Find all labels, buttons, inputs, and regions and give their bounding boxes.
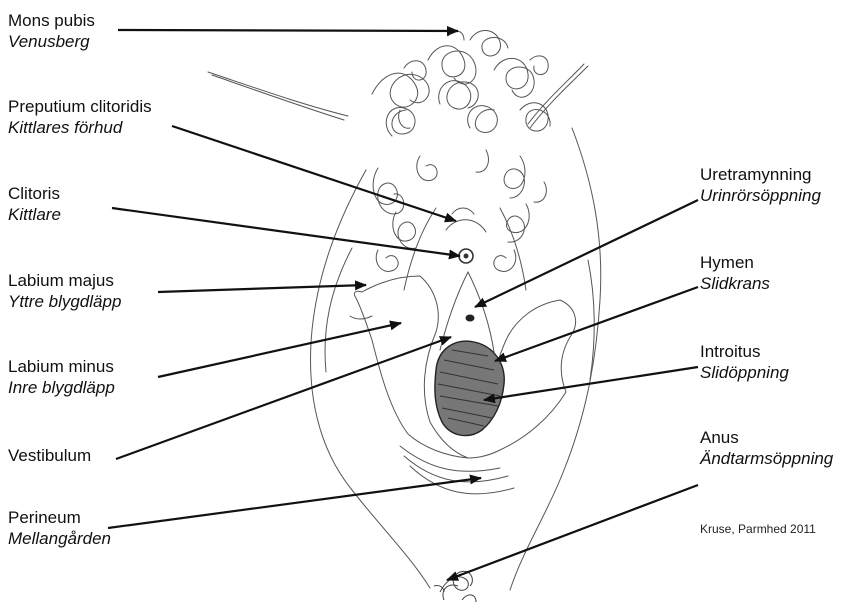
label-term: Mons pubis <box>8 10 95 31</box>
pointer-anus <box>447 485 698 580</box>
label-translation: Urinrörsöppning <box>700 185 821 206</box>
label-labium-minus: Labium minus Inre blygdläpp <box>8 356 115 398</box>
label-uretramynning: Uretramynning Urinrörsöppning <box>700 164 821 206</box>
label-translation: Kittlares förhud <box>8 117 152 138</box>
label-term: Vestibulum <box>8 445 91 466</box>
pointer-mons-pubis <box>118 30 458 31</box>
label-term: Perineum <box>8 507 111 528</box>
credit-text: Kruse, Parmhed 2011 <box>700 522 816 536</box>
pointer-perineum <box>108 478 481 528</box>
label-translation: Slidkrans <box>700 273 770 294</box>
label-term: Preputium clitoridis <box>8 96 152 117</box>
label-term: Introitus <box>700 341 789 362</box>
pointer-hymen <box>495 287 698 361</box>
label-term: Clitoris <box>8 183 61 204</box>
label-introitus: Introitus Slidöppning <box>700 341 789 383</box>
label-hymen: Hymen Slidkrans <box>700 252 770 294</box>
label-mons-pubis: Mons pubis Venusberg <box>8 10 95 52</box>
label-term: Uretramynning <box>700 164 821 185</box>
label-translation: Yttre blygdläpp <box>8 291 121 312</box>
pointer-vestibulum <box>116 337 451 459</box>
label-clitoris: Clitoris Kittlare <box>8 183 61 225</box>
label-anus: Anus Ändtarmsöppning <box>700 427 833 469</box>
label-translation: Ändtarmsöppning <box>700 448 833 469</box>
label-translation: Slidöppning <box>700 362 789 383</box>
label-perineum: Perineum Mellangården <box>8 507 111 549</box>
pointer-clitoris <box>112 208 460 256</box>
label-labium-majus: Labium majus Yttre blygdläpp <box>8 270 121 312</box>
pointer-preputium <box>172 126 456 221</box>
pointer-uretramynning <box>475 200 698 307</box>
label-term: Labium majus <box>8 270 121 291</box>
label-translation: Inre blygdläpp <box>8 377 115 398</box>
label-term: Anus <box>700 427 833 448</box>
label-vestibulum: Vestibulum <box>8 445 91 466</box>
label-term: Labium minus <box>8 356 115 377</box>
label-translation: Venusberg <box>8 31 95 52</box>
label-preputium-clitoridis: Preputium clitoridis Kittlares förhud <box>8 96 152 138</box>
label-translation: Kittlare <box>8 204 61 225</box>
label-translation: Mellangården <box>8 528 111 549</box>
label-term: Hymen <box>700 252 770 273</box>
